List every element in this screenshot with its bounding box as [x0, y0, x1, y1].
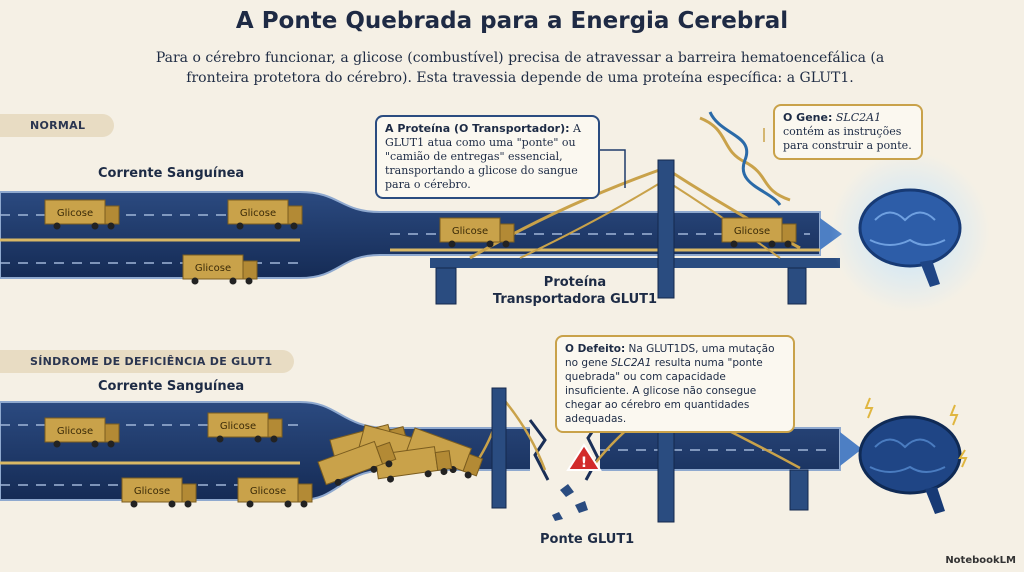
- normal-bridge: [430, 159, 840, 305]
- deficiency-stream-label: Corrente Sanguínea: [98, 379, 245, 394]
- glucose-truck: Glicose: [121, 477, 197, 508]
- truck-label: Glicose: [220, 421, 256, 432]
- section-label-deficiency: SÍNDROME DE DEFICIÊNCIA DE GLUT1: [0, 350, 294, 373]
- svg-text:!: !: [581, 455, 587, 471]
- truck-label: Glicose: [134, 486, 170, 497]
- notebooklm-watermark: NotebookLM: [945, 555, 1016, 566]
- glucose-truck: Glicose: [182, 254, 258, 285]
- truck-label: Glicose: [57, 208, 93, 219]
- glucose-truck: Glicose: [207, 412, 283, 443]
- glucose-truck: Glicose: [439, 217, 515, 248]
- protein-callout: A Proteína (O Transportador): A GLUT1 at…: [375, 115, 600, 199]
- gene-name: SLC2A1: [835, 111, 882, 124]
- bridge-label-line2: Transportadora GLUT1: [492, 292, 658, 307]
- glucose-truck: [317, 440, 397, 486]
- defect-text-1: Na GLUT1DS, uma mutação no gene: [565, 343, 775, 369]
- defect-callout: O Defeito: Na GLUT1DS, uma mutação no ge…: [555, 335, 795, 433]
- warning-icon: !: [566, 443, 602, 471]
- broken-bridge-label: Ponte GLUT1: [540, 532, 635, 547]
- truck-label: Glicose: [57, 426, 93, 437]
- page-subtitle: Para o cérebro funcionar, a glicose (com…: [155, 50, 885, 86]
- gene-callout: O Gene: SLC2A1 contém as instruções para…: [773, 104, 923, 160]
- deficient-brain-icon: [858, 397, 968, 514]
- debris: [552, 484, 588, 521]
- truck-label: Glicose: [195, 263, 231, 274]
- truck-label: Glicose: [240, 208, 276, 219]
- normal-bridge-label: Proteína Transportadora GLUT1: [490, 274, 660, 308]
- protein-callout-heading: A Proteína (O Transportador):: [385, 122, 570, 135]
- page-title: A Ponte Quebrada para a Energia Cerebral: [235, 8, 789, 34]
- glucose-truck: Glicose: [44, 199, 120, 230]
- defect-text-2: resulta numa "ponte quebrada" ou com cap…: [565, 357, 763, 425]
- gene-callout-text: contém as instruções para construir a po…: [783, 125, 912, 152]
- glucose-truck: Glicose: [44, 417, 120, 448]
- glucose-truck: Glicose: [227, 199, 303, 230]
- normal-stream-label: Corrente Sanguínea: [98, 166, 245, 181]
- defect-gene-name: SLC2A1: [611, 357, 652, 369]
- truck-label: Glicose: [250, 486, 286, 497]
- defect-callout-heading: O Defeito:: [565, 343, 626, 355]
- truck-label: Glicose: [734, 226, 770, 237]
- glucose-truck: Glicose: [721, 217, 797, 248]
- gene-callout-heading: O Gene:: [783, 111, 833, 124]
- protein-callout-text: A GLUT1 atua como uma "ponte" ou "camião…: [385, 122, 581, 191]
- truck-label: Glicose: [452, 226, 488, 237]
- healthy-brain-icon: [830, 152, 990, 312]
- bridge-label-line1: Proteína: [543, 275, 607, 290]
- dna-helix-icon: [699, 111, 791, 206]
- glucose-truck: Glicose: [237, 477, 313, 508]
- section-label-normal: NORMAL: [0, 114, 114, 137]
